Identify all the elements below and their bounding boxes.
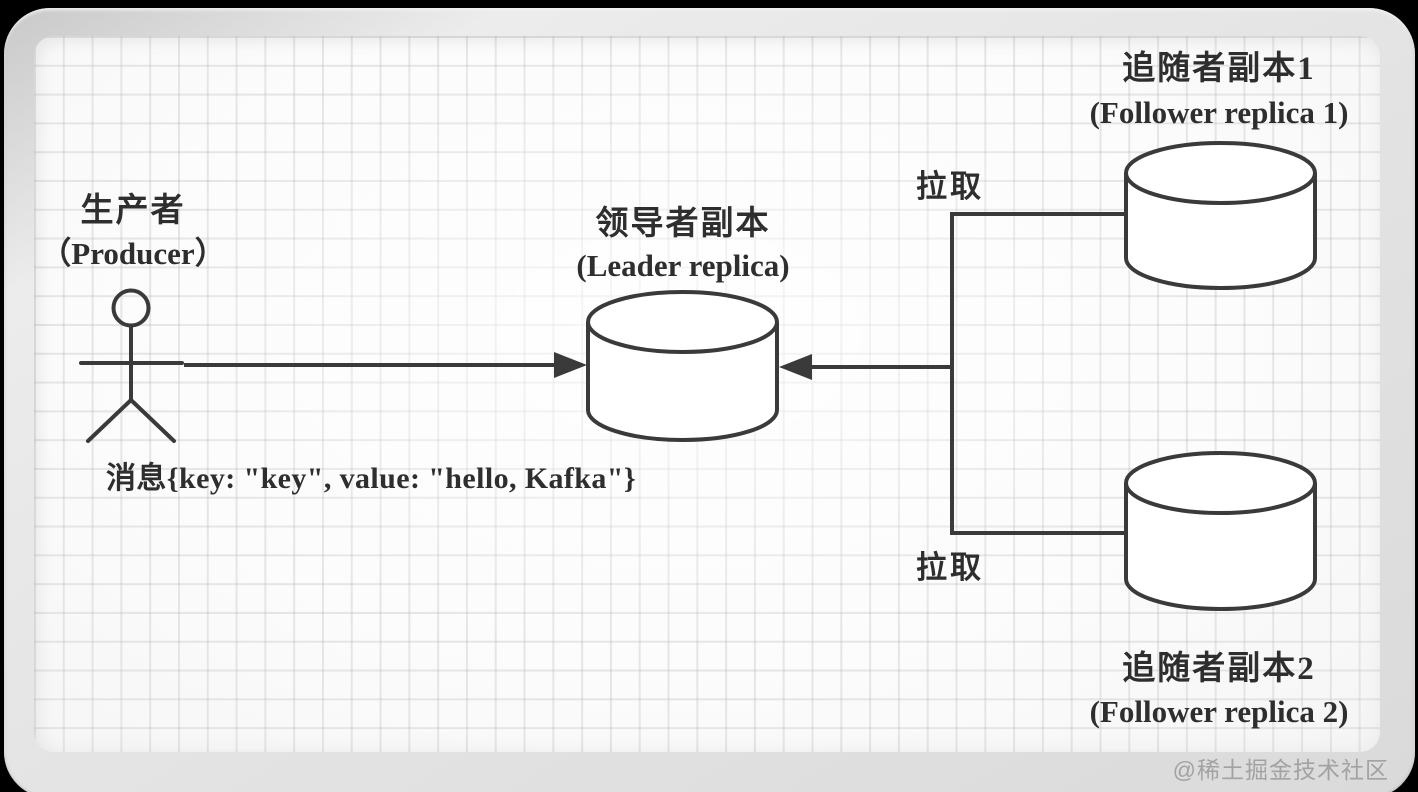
pull-label-bottom: 拉取 xyxy=(916,550,984,585)
grid-paper-canvas xyxy=(34,36,1380,752)
producer-label-zh: 生产者 xyxy=(80,193,186,229)
canvas-sheen xyxy=(34,36,1380,752)
message-annotation: 消息{key: "key", value: "hello, Kafka"} xyxy=(106,462,637,495)
pull-label-top: 拉取 xyxy=(916,169,984,204)
follower1-label-zh: 追随者副本1 xyxy=(1122,51,1316,87)
follower1-label-en: (Follower replica 1) xyxy=(1089,95,1349,130)
watermark: @稀土掘金技术社区 xyxy=(1172,757,1389,783)
leader-label-zh: 领导者副本 xyxy=(595,206,771,242)
leader-label-en: (Leader replica) xyxy=(576,248,790,283)
follower2-label-zh: 追随者副本2 xyxy=(1122,651,1316,687)
producer-label-en: （Producer） xyxy=(40,236,226,271)
follower2-label-en: (Follower replica 2) xyxy=(1089,694,1349,729)
